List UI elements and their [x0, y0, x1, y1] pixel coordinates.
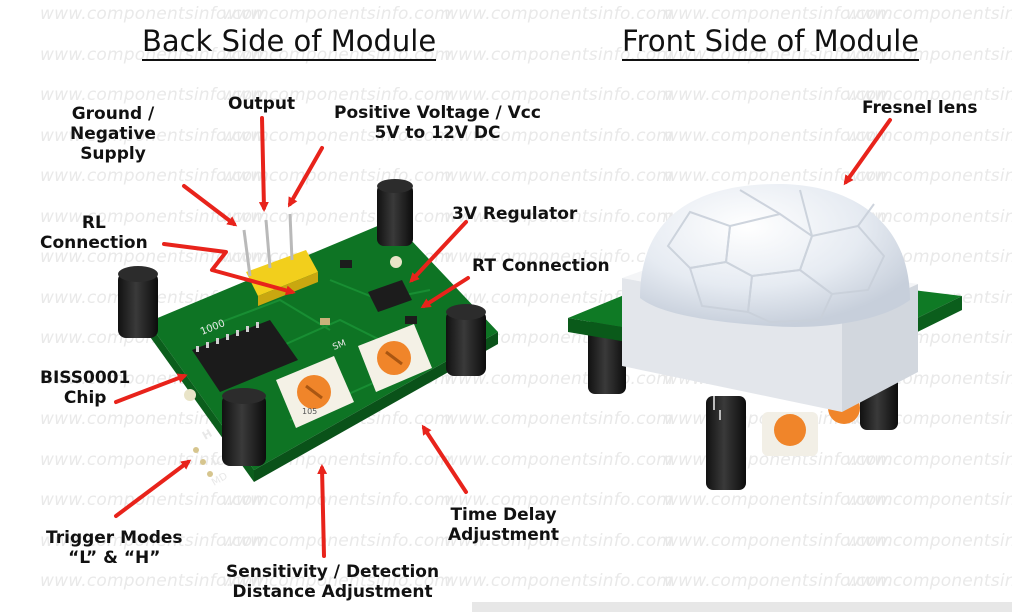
watermark-text: www.componentsinfo.com	[664, 490, 894, 510]
fresnel-lens-dome	[640, 184, 910, 327]
bottom-strip	[472, 602, 1012, 612]
watermark-text: www.componentsinfo.com	[846, 166, 1012, 186]
regulator-chip	[368, 280, 412, 312]
watermark-text: www.componentsinfo.com	[444, 449, 674, 470]
watermark-text: www.componentsinfo.com	[444, 44, 674, 65]
watermark-text: www.componentsinfo.com	[40, 206, 270, 227]
label-rt: RT Connection	[472, 256, 610, 276]
arrow-biss	[114, 373, 188, 404]
pot-mark: 105	[302, 407, 317, 416]
heading-back-side: Back Side of Module	[142, 24, 437, 61]
watermark-text: www.componentsinfo.com	[444, 571, 674, 591]
capacitor	[706, 396, 746, 490]
mount-hole	[184, 389, 196, 401]
label-output: Output	[228, 94, 296, 114]
watermark-text: www.componentsinfo.com	[40, 166, 270, 186]
watermark-text: www.componentsinfo.com	[222, 530, 452, 551]
biss-chip	[192, 320, 298, 392]
capacitor	[222, 394, 266, 466]
watermark-text: www.componentsinfo.com	[846, 125, 1012, 146]
watermark-text: www.componentsinfo.com	[444, 490, 674, 510]
watermark-text: www.componentsinfo.com	[444, 85, 674, 105]
watermark-text: www.componentsinfo.com	[846, 4, 1012, 24]
label-fresnel: Fresnel lens	[862, 98, 978, 118]
watermark-text: www.componentsinfo.com	[664, 85, 894, 105]
jumper-h-mark: H	[200, 427, 214, 443]
watermark-text: www.componentsinfo.com	[444, 166, 674, 186]
watermark-text: www.componentsinfo.com	[846, 85, 1012, 105]
watermark-text: www.componentsinfo.com	[40, 4, 270, 24]
arrow-trigger	[114, 459, 192, 518]
watermark-text: www.componentsinfo.com	[40, 571, 270, 591]
ms-mark: SM	[331, 338, 347, 352]
arrow-fresnel	[843, 118, 892, 186]
watermark-text: www.componentsinfo.com	[664, 125, 894, 146]
callout-arrows	[114, 116, 892, 558]
arrow-ground	[182, 184, 238, 227]
watermark-text: www.componentsinfo.com	[222, 85, 452, 105]
watermark-text: www.componentsinfo.com	[444, 247, 674, 267]
watermark-text: www.componentsinfo.com	[444, 4, 674, 24]
mount-hole	[390, 256, 402, 268]
watermark-text: www.componentsinfo.com	[222, 571, 452, 591]
heading-front-side: Front Side of Module	[622, 24, 920, 61]
watermark-text: www.componentsinfo.com	[40, 490, 270, 510]
watermark-text: www.componentsinfo.com	[222, 490, 452, 510]
arrow-vcc	[288, 146, 324, 208]
watermark-text: www.componentsinfo.com	[846, 530, 1012, 551]
watermark-text: www.componentsinfo.com	[444, 409, 674, 429]
capacitor	[118, 272, 158, 338]
watermark-text: www.componentsinfo.com	[444, 206, 674, 227]
watermark-text: www.componentsinfo.com	[40, 449, 270, 470]
watermark-text: www.componentsinfo.com	[664, 166, 894, 186]
watermark-text: www.componentsinfo.com	[664, 4, 894, 24]
pin-ground	[242, 229, 252, 277]
pin-vcc	[288, 213, 294, 261]
watermark-text: www.componentsinfo.com	[222, 125, 452, 146]
watermark-text: www.componentsinfo.com	[222, 4, 452, 24]
watermark-text: www.componentsinfo.com	[40, 85, 270, 105]
md-mark: MD	[210, 471, 230, 489]
watermark-text: www.componentsinfo.com	[846, 490, 1012, 510]
pin-output	[264, 219, 272, 269]
label-regulator: 3V Regulator	[452, 204, 578, 224]
capacitor	[377, 184, 413, 246]
watermark-text: www.componentsinfo.com	[664, 530, 894, 551]
watermark-text: www.componentsinfo.com	[664, 571, 894, 591]
front-module	[568, 184, 962, 490]
label-trigger: Trigger Modes“L” & “H”	[46, 528, 183, 568]
watermark-text: www.componentsinfo.com	[846, 449, 1012, 470]
watermark-text: www.componentsinfo.com	[846, 206, 1012, 227]
watermark-text: www.componentsinfo.com	[444, 530, 674, 551]
jumper-l-mark: L	[209, 454, 222, 469]
watermark-text: www.componentsinfo.com	[40, 125, 270, 146]
arrow-rl	[162, 242, 296, 296]
arrow-sensitivity	[317, 464, 328, 558]
arrow-regulator	[409, 220, 468, 283]
watermark-text: www.componentsinfo.com	[444, 125, 674, 146]
back-module: 1000	[118, 179, 498, 489]
watermark-text: www.componentsinfo.com	[846, 571, 1012, 591]
watermark-text: www.componentsinfo.com	[40, 530, 270, 551]
arrow-time-delay	[421, 424, 468, 494]
arrow-output	[258, 116, 269, 212]
capacitor	[446, 310, 486, 376]
arrow-rt	[420, 276, 470, 309]
